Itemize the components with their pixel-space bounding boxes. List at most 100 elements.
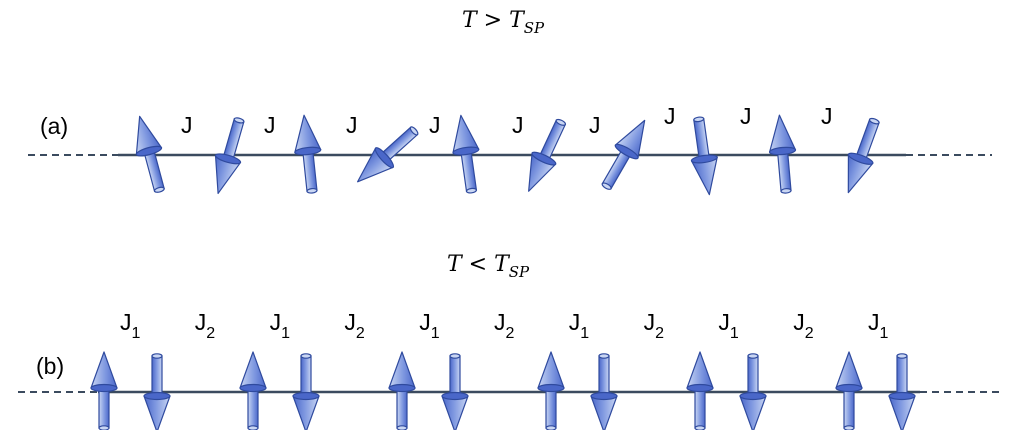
panel-a-spin-4-shaft-end xyxy=(409,126,419,136)
panel-b-coupling-3: J1 xyxy=(270,309,291,342)
panel-b-coupling-sub: 1 xyxy=(580,325,589,342)
panel-b-spin-10 xyxy=(739,353,767,430)
panel-b-spin-11-shaft xyxy=(843,387,855,429)
panel-b-coupling-6: J2 xyxy=(494,309,515,342)
panel-b-spin-7 xyxy=(537,351,565,430)
panel-a-spin-7-head-base xyxy=(614,143,639,160)
panel-b-title-sub: SP xyxy=(509,263,530,281)
panel-a-spin-5 xyxy=(452,114,480,194)
panel-b-coupling-sub: 1 xyxy=(281,325,290,342)
panel-a-spin-3-head-base xyxy=(294,146,322,156)
panel-a-spin-10-shaft-end xyxy=(868,117,880,125)
panel-a-couplings: J J J J J J J J J xyxy=(181,103,833,138)
panel-b-spin-11-shaft-end xyxy=(843,425,855,430)
panel-b-title-base: T < T xyxy=(447,252,511,277)
panel-b-spin-7-shaft-end xyxy=(545,425,557,430)
panel-a-spin-9 xyxy=(768,114,797,194)
panel-a-spin-1-shaft-end xyxy=(153,186,165,193)
panel-b-coupling-1: J1 xyxy=(120,309,141,342)
panel-b-spin-6-shaft xyxy=(449,355,461,397)
panel-a-spin-8 xyxy=(690,116,718,196)
panel-a-spin-7-shaft-end xyxy=(601,182,612,190)
panel-b-spin-9 xyxy=(686,351,714,430)
panel-b-spin-5-shaft xyxy=(396,387,408,429)
panel-b-spins xyxy=(90,351,916,430)
panel-b-spin-2-head-base xyxy=(143,391,171,401)
panel-b-coupling-11: J1 xyxy=(868,309,889,342)
panel-a-spin-10 xyxy=(847,117,880,194)
panel-a-spin-9-shaft-end xyxy=(780,188,792,194)
panel-a-spin-2-head-base xyxy=(214,153,242,165)
panel-a-title-base: T > T xyxy=(462,8,526,33)
panel-a-spin-9-shaft xyxy=(776,149,792,192)
panel-b-coupling-9: J1 xyxy=(718,309,739,342)
panel-b-spin-9-head-base xyxy=(686,383,714,393)
panel-b-coupling-base: J xyxy=(793,309,805,335)
panel-a-coupling-4: J xyxy=(429,112,441,138)
panel-b-spin-6-head-base xyxy=(441,391,469,401)
panel-b-coupling-10: J2 xyxy=(793,309,814,342)
panel-a-spin-6-head-base xyxy=(531,151,557,166)
panel-b-coupling-sub: 1 xyxy=(880,325,889,342)
panel-a-coupling-3: J xyxy=(346,112,358,138)
panel-b-coupling-base: J xyxy=(718,309,730,335)
panel-b-coupling-sub: 2 xyxy=(805,325,814,342)
panel-a-spin-5-shaft-end xyxy=(465,187,478,194)
panel-b-spin-10-head-base xyxy=(739,391,767,401)
panel-b-coupling-sub: 2 xyxy=(356,325,365,342)
panel-b-spin-11 xyxy=(835,351,863,430)
panel-a-spin-3 xyxy=(294,114,322,194)
panel-b-coupling-base: J xyxy=(270,309,282,335)
panel-b-coupling-sub: 1 xyxy=(730,325,739,342)
panel-b-spin-2 xyxy=(143,353,171,430)
panel-b-spin-8 xyxy=(590,353,618,430)
panel-a-spins xyxy=(135,114,880,196)
panel-a-spin-3-shaft xyxy=(302,149,318,192)
panel-b-coupling-sub: 1 xyxy=(132,325,141,342)
panel-b-title: T < TSP xyxy=(447,252,530,281)
panel-b-spin-3-shaft xyxy=(247,387,259,429)
panel-a-spin-5-shaft xyxy=(460,149,478,193)
panel-b-coupling-base: J xyxy=(344,309,356,335)
panel-b-coupling-sub: 2 xyxy=(655,325,664,342)
panel-b-spin-4-shaft-end xyxy=(300,353,312,359)
panel-b-spin-3-head xyxy=(239,351,267,389)
panel-b-coupling-base: J xyxy=(569,309,581,335)
panel-b-spin-12-shaft xyxy=(896,355,908,397)
panel-b-coupling-8: J2 xyxy=(644,309,665,342)
panel-b-spin-2-shaft-end xyxy=(151,353,163,359)
panel-b-spin-4-shaft xyxy=(300,355,312,397)
panel-b-spin-8-shaft-end xyxy=(598,353,610,359)
panel-b-spin-5-shaft-end xyxy=(396,425,408,430)
panel-b-spin-12-head-base xyxy=(888,391,916,401)
panel-b-spin-6 xyxy=(441,353,469,430)
panel-a-spin-7 xyxy=(601,119,646,190)
panel-b-coupling-base: J xyxy=(419,309,431,335)
panel-b-coupling-sub: 2 xyxy=(506,325,515,342)
panel-a-coupling-8: J xyxy=(740,103,752,129)
panel-b-spin-12-shaft-end xyxy=(896,353,908,359)
panel-a-spin-6 xyxy=(528,118,567,192)
panel-a-coupling-1: J xyxy=(181,112,193,138)
panel-a-coupling-9: J xyxy=(821,103,833,129)
panel-b-spin-9-head xyxy=(686,351,714,389)
panel-b-spin-4-head-base xyxy=(292,391,320,401)
panel-a-title-sub: SP xyxy=(524,19,545,37)
panel-a-spin-8-head-base xyxy=(690,154,718,164)
panel-a-spin-3-shaft-end xyxy=(306,187,318,194)
panel-b-spin-11-head xyxy=(835,351,863,389)
panel-a-coupling-6: J xyxy=(589,112,601,138)
panel-b-spin-8-shaft xyxy=(598,355,610,397)
panel-a-spin-6-shaft-end xyxy=(555,118,566,126)
panel-b-spin-2-shaft xyxy=(151,355,163,397)
panel-b-coupling-4: J2 xyxy=(344,309,365,342)
panel-b-spin-2-head xyxy=(143,395,171,430)
panel-a-coupling-5: J xyxy=(512,112,524,138)
panel-b-spin-3-shaft-end xyxy=(247,425,259,430)
panel-b-coupling-base: J xyxy=(195,309,207,335)
panel-b-spin-10-head xyxy=(739,395,767,430)
panel-b-spin-1-head-base xyxy=(90,383,118,393)
panel-a-spin-2 xyxy=(214,117,245,195)
panel-a-spin-9-head-base xyxy=(768,146,797,156)
